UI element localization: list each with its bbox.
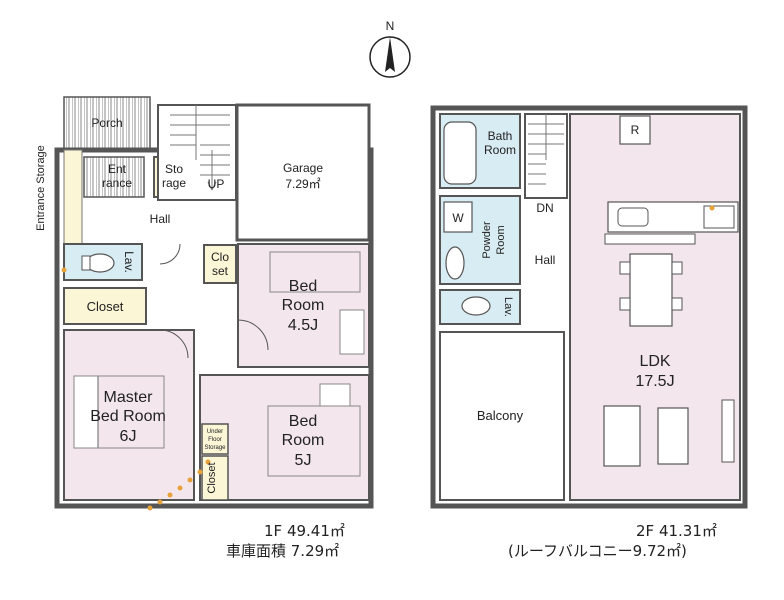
dining-table-icon	[629, 253, 673, 327]
label-bath-2: Room	[484, 143, 516, 157]
bathtub-icon	[443, 121, 477, 185]
label-bed5-1: Bed	[289, 413, 317, 430]
caption-2f-roof: (ルーフバルコニー9.72㎡)	[508, 542, 687, 560]
label-underfloor-3: Storage	[204, 445, 226, 451]
label-dn: DN	[536, 201, 553, 215]
stairs-treads	[170, 105, 230, 191]
label-powder-1: Powder	[481, 221, 493, 259]
closet-top-area	[203, 244, 237, 284]
label-garage-2: 7.29㎡	[285, 177, 320, 191]
label-master-3: 6J	[120, 428, 137, 445]
refrigerator-icon	[619, 115, 651, 145]
label-balcony: Balcony	[477, 408, 524, 423]
underfloor-storage-area	[201, 423, 229, 455]
entry-path-dots	[61, 267, 211, 511]
label-bed45-1: Bed	[289, 278, 317, 295]
sofa-icon	[603, 405, 641, 467]
door-swing-45	[237, 319, 269, 351]
label-porch: Porch	[91, 116, 122, 130]
coffee-table-icon	[657, 407, 689, 465]
label-closet-top-2: set	[212, 264, 229, 278]
label-entrance-storage: Entrance Storage	[35, 145, 47, 231]
compass-label: N	[386, 19, 395, 33]
label-w: W	[452, 211, 464, 225]
label-closet-left: Closet	[87, 299, 124, 314]
label-entrance-1: Ent	[108, 162, 127, 176]
stairs-area	[157, 104, 237, 201]
sink-icon	[445, 246, 465, 280]
label-hall-2f: Hall	[535, 253, 556, 267]
label-closet-small: Closet	[206, 462, 218, 493]
label-bed5-2: Room	[282, 432, 325, 449]
label-ldk-1: LDK	[639, 353, 670, 370]
label-entrance-2: rance	[102, 176, 132, 190]
label-master-2: Bed Room	[90, 408, 166, 425]
label-closet-top-1: Clo	[211, 250, 229, 264]
bed-45-icon	[269, 251, 361, 293]
north-compass-icon: N	[369, 19, 411, 78]
caption-1f-area: 1F 49.41㎡	[264, 522, 345, 540]
desk-45-icon	[339, 309, 365, 355]
label-bath-1: Bath	[488, 129, 513, 143]
caption-2f-area: 2F 41.31㎡	[636, 522, 717, 540]
caption-1f-garage: 車庫面積 7.29㎡	[226, 542, 340, 560]
bed-5-icon	[267, 405, 361, 477]
label-bed45-2: Room	[282, 297, 325, 314]
closet-left-area	[63, 287, 147, 325]
balcony-area	[439, 331, 565, 501]
label-underfloor-1: Under	[207, 429, 223, 435]
garage-area	[235, 103, 371, 242]
label-lav-1f: Lav.	[122, 251, 136, 273]
label-lav-2f: Lav.	[502, 297, 514, 317]
tv-stand-icon	[721, 399, 735, 463]
entrance-storage-area	[63, 149, 83, 246]
label-r: R	[631, 123, 640, 137]
label-ldk-2: 17.5J	[635, 373, 674, 390]
label-hall-1f: Hall	[150, 212, 171, 226]
floor2-plan: Bath Room DN R W Powder Room Hall Lav. L…	[430, 105, 748, 509]
label-underfloor-2: Floor	[208, 437, 222, 443]
label-up: UP	[208, 177, 225, 191]
label-storage-1: Sto	[165, 162, 183, 176]
label-master-1: Master	[104, 389, 154, 406]
washer-icon	[443, 201, 473, 233]
label-storage-2: rage	[162, 176, 186, 190]
label-bed5-3: 5J	[295, 452, 312, 469]
entrance-area	[83, 156, 145, 198]
floor1-plan: Porch Entrance Storage Ent rance Sto rag…	[35, 96, 374, 511]
label-bed45-3: 4.5J	[288, 317, 318, 334]
label-powder-2: Room	[495, 225, 507, 254]
label-garage-1: Garage	[283, 161, 323, 175]
